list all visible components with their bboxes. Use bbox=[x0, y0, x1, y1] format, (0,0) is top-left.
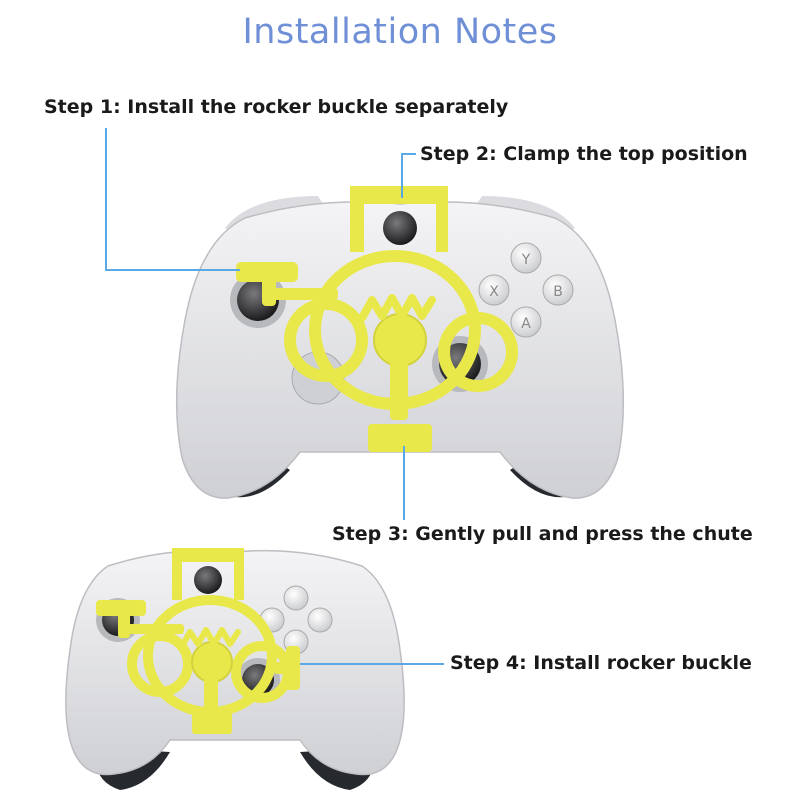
x-button bbox=[478, 274, 510, 306]
bottom-clamp bbox=[368, 424, 432, 452]
mini-steering-wheel bbox=[236, 186, 518, 452]
gear-teeth bbox=[358, 294, 436, 322]
b-button-letter: B bbox=[553, 284, 563, 300]
y-button-letter: Y bbox=[521, 252, 531, 268]
top-controller: Y X B A bbox=[175, 186, 625, 499]
wheel-hub bbox=[373, 313, 427, 367]
x-button-letter: X bbox=[489, 284, 499, 300]
mini-steering-wheel-2 bbox=[96, 548, 300, 734]
page-title: Installation Notes bbox=[242, 12, 558, 52]
y-button bbox=[510, 242, 542, 274]
step-2-leader bbox=[401, 153, 416, 198]
xbox-button bbox=[383, 211, 417, 245]
leader-lines-top bbox=[105, 128, 416, 520]
gear-teeth-2 bbox=[179, 627, 241, 649]
bottom-clamp-2 bbox=[192, 712, 232, 734]
top-clamp-2 bbox=[172, 548, 244, 600]
face-buttons: Y X B A bbox=[478, 242, 574, 338]
right-wheel-grip bbox=[438, 312, 518, 392]
step-1-label: Step 1: Install the rocker buckle separa… bbox=[44, 96, 509, 118]
a-button-letter: A bbox=[521, 316, 531, 332]
step-2-label: Step 2: Clamp the top position bbox=[420, 143, 748, 165]
b-button bbox=[542, 274, 574, 306]
left-wheel-grip bbox=[284, 298, 368, 382]
b-button-2 bbox=[307, 607, 333, 633]
step-3-label: Step 3: Gently pull and press the chute bbox=[332, 523, 753, 545]
bottom-controller bbox=[65, 548, 405, 790]
step-4-label: Step 4: Install rocker buckle bbox=[450, 652, 752, 674]
a-button bbox=[510, 306, 542, 338]
wheel-spoke bbox=[390, 360, 408, 420]
xbox-button-2 bbox=[194, 566, 222, 594]
y-button-2 bbox=[283, 585, 309, 611]
top-clamp bbox=[350, 186, 448, 252]
left-wheel-grip-2 bbox=[127, 631, 193, 697]
step-1-leader bbox=[105, 128, 240, 271]
wheel-hub-2 bbox=[191, 641, 233, 683]
left-rocker-buckle-2 bbox=[96, 600, 146, 616]
